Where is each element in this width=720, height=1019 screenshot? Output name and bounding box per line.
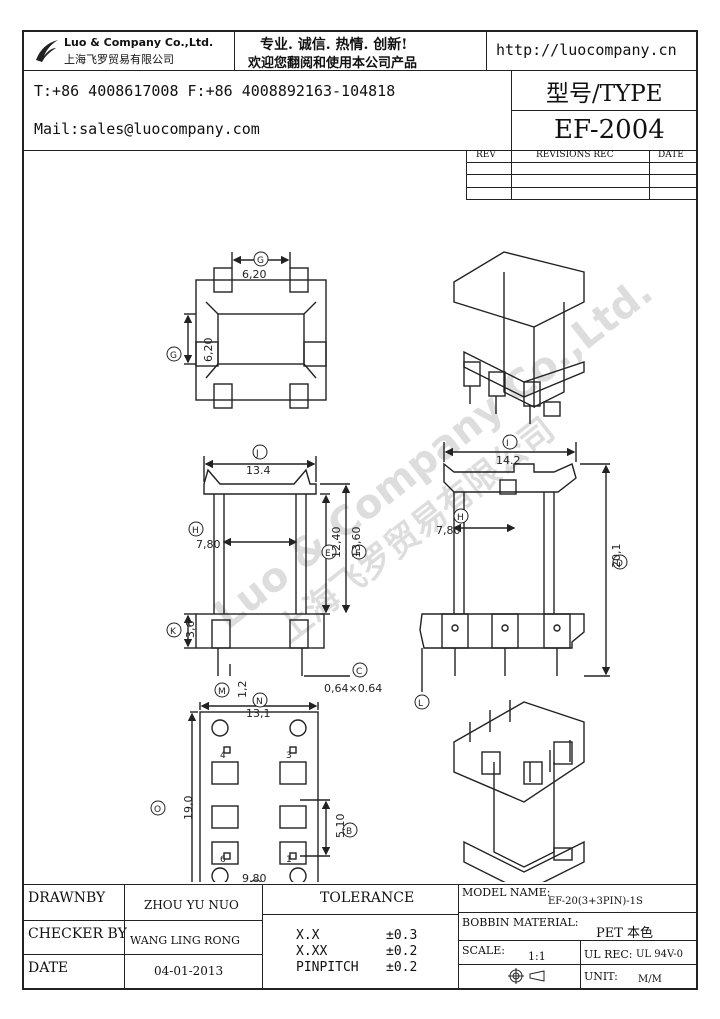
svg-text:6: 6: [220, 855, 226, 865]
unit-label: UNIT:: [584, 970, 618, 983]
side-view: [419, 442, 611, 692]
svg-text:1: 1: [286, 855, 292, 865]
revisions-header: REVISIONS REC: [536, 150, 614, 160]
revisions-table: REV REVISIONS REC DATE: [466, 150, 696, 200]
tol-val-2: ±0.2: [386, 944, 418, 959]
svg-text:O: O: [154, 805, 161, 815]
model-name-value: EF-20(3+3PIN)-1S: [548, 896, 643, 907]
mail: Mail:sales@luocompany.com: [34, 120, 260, 138]
svg-text:G: G: [257, 256, 264, 266]
drawnby-value: ZHOU YU NUO: [144, 898, 239, 912]
svg-text:K: K: [170, 627, 177, 637]
website-link[interactable]: http://luocompany.cn: [496, 41, 677, 59]
tol-key-1: X.X: [296, 928, 320, 943]
ul-label: UL REC:: [584, 948, 633, 961]
rev-header: REV: [476, 150, 496, 160]
drawnby-label: DRAWNBY: [28, 890, 106, 906]
bobbin-label: BOBBIN MATERIAL:: [462, 916, 579, 929]
unit-value: M/M: [638, 974, 662, 985]
drawing-sheet: Luo & Company Co.,Ltd. 上海飞罗贸易有限公司 专业. 诚信…: [22, 30, 698, 990]
svg-text:7,80: 7,80: [196, 538, 221, 551]
tolerance-label: TOLERANCE: [320, 890, 415, 906]
svg-text:E: E: [325, 549, 331, 559]
svg-text:20,1: 20,1: [610, 544, 623, 569]
svg-text:D: D: [616, 559, 623, 569]
tol-val-3: ±0.2: [386, 960, 418, 975]
svg-text:H: H: [192, 526, 199, 536]
svg-text:14.2: 14.2: [496, 454, 521, 467]
model-number: EF-2004: [554, 115, 665, 145]
svg-text:B: B: [346, 827, 352, 837]
tol-val-1: ±0.3: [386, 928, 418, 943]
checker-value: WANG LING RONG: [130, 934, 240, 947]
top-view: [183, 252, 327, 409]
svg-text:3,6: 3,6: [184, 621, 197, 639]
svg-text:Luo & Company Co.,Ltd.: Luo & Company Co.,Ltd.: [206, 268, 662, 638]
svg-text:F: F: [355, 549, 360, 559]
phone-fax: T:+86 4008617008 F:+86 4008892163-104818: [34, 82, 396, 100]
iso-view-top: [453, 251, 585, 424]
svg-text:13,60: 13,60: [350, 527, 363, 559]
svg-text:1,2: 1,2: [236, 681, 249, 699]
ul-value: UL 94V-0: [636, 949, 684, 960]
svg-text:H: H: [457, 513, 464, 523]
type-label: 型号/TYPE: [546, 81, 663, 107]
date-label: DATE: [28, 960, 69, 976]
slogan-line1: 专业. 诚信. 热情. 创新!: [260, 37, 408, 53]
svg-text:G: G: [170, 351, 177, 361]
bobbin-value: PET 本色: [596, 926, 654, 941]
svg-text:L: L: [418, 699, 423, 709]
slogan-line2: 欢迎您翻阅和使用本公司产品: [248, 56, 418, 71]
technical-drawing: Luo & Company Co.,Ltd. 上海飞罗贸易有限公司: [150, 251, 662, 882]
scale-label: SCALE:: [462, 944, 505, 957]
svg-text:4: 4: [220, 751, 226, 761]
svg-text:13,1: 13,1: [246, 707, 271, 720]
svg-text:0,64×0.64: 0,64×0.64: [324, 682, 382, 695]
checker-label: CHECKER BY: [28, 926, 127, 942]
svg-text:M: M: [218, 687, 226, 697]
model-name-label: MODEL NAME:: [462, 886, 551, 899]
projection-symbol-icon: [508, 968, 548, 988]
tol-key-2: X.XX: [296, 944, 328, 959]
date-header: DATE: [658, 150, 684, 160]
date-value: 04-01-2013: [154, 964, 224, 978]
scale-value: 1:1: [528, 950, 546, 963]
bottom-view: [187, 701, 331, 882]
svg-text:7,80: 7,80: [436, 524, 461, 537]
svg-text:13.4: 13.4: [246, 464, 271, 477]
svg-text:6,20: 6,20: [242, 268, 267, 281]
iso-view-bottom: [453, 700, 585, 882]
svg-text:5,10: 5,10: [334, 814, 347, 839]
company-name-cn: 上海飞罗贸易有限公司: [64, 53, 174, 66]
svg-text:12,40: 12,40: [330, 527, 343, 559]
svg-text:J: J: [255, 449, 259, 459]
svg-text:C: C: [356, 667, 362, 677]
svg-text:I: I: [506, 439, 509, 449]
tol-key-3: PINPITCH: [296, 960, 359, 975]
svg-text:19,0: 19,0: [182, 796, 195, 821]
company-logo: [32, 36, 62, 66]
company-name: Luo & Company Co.,Ltd.: [64, 36, 214, 49]
front-view: [183, 456, 351, 677]
svg-text:N: N: [256, 697, 263, 707]
svg-text:3: 3: [286, 751, 292, 761]
svg-text:9,80: 9,80: [242, 872, 267, 882]
svg-text:6,20: 6,20: [202, 338, 215, 363]
